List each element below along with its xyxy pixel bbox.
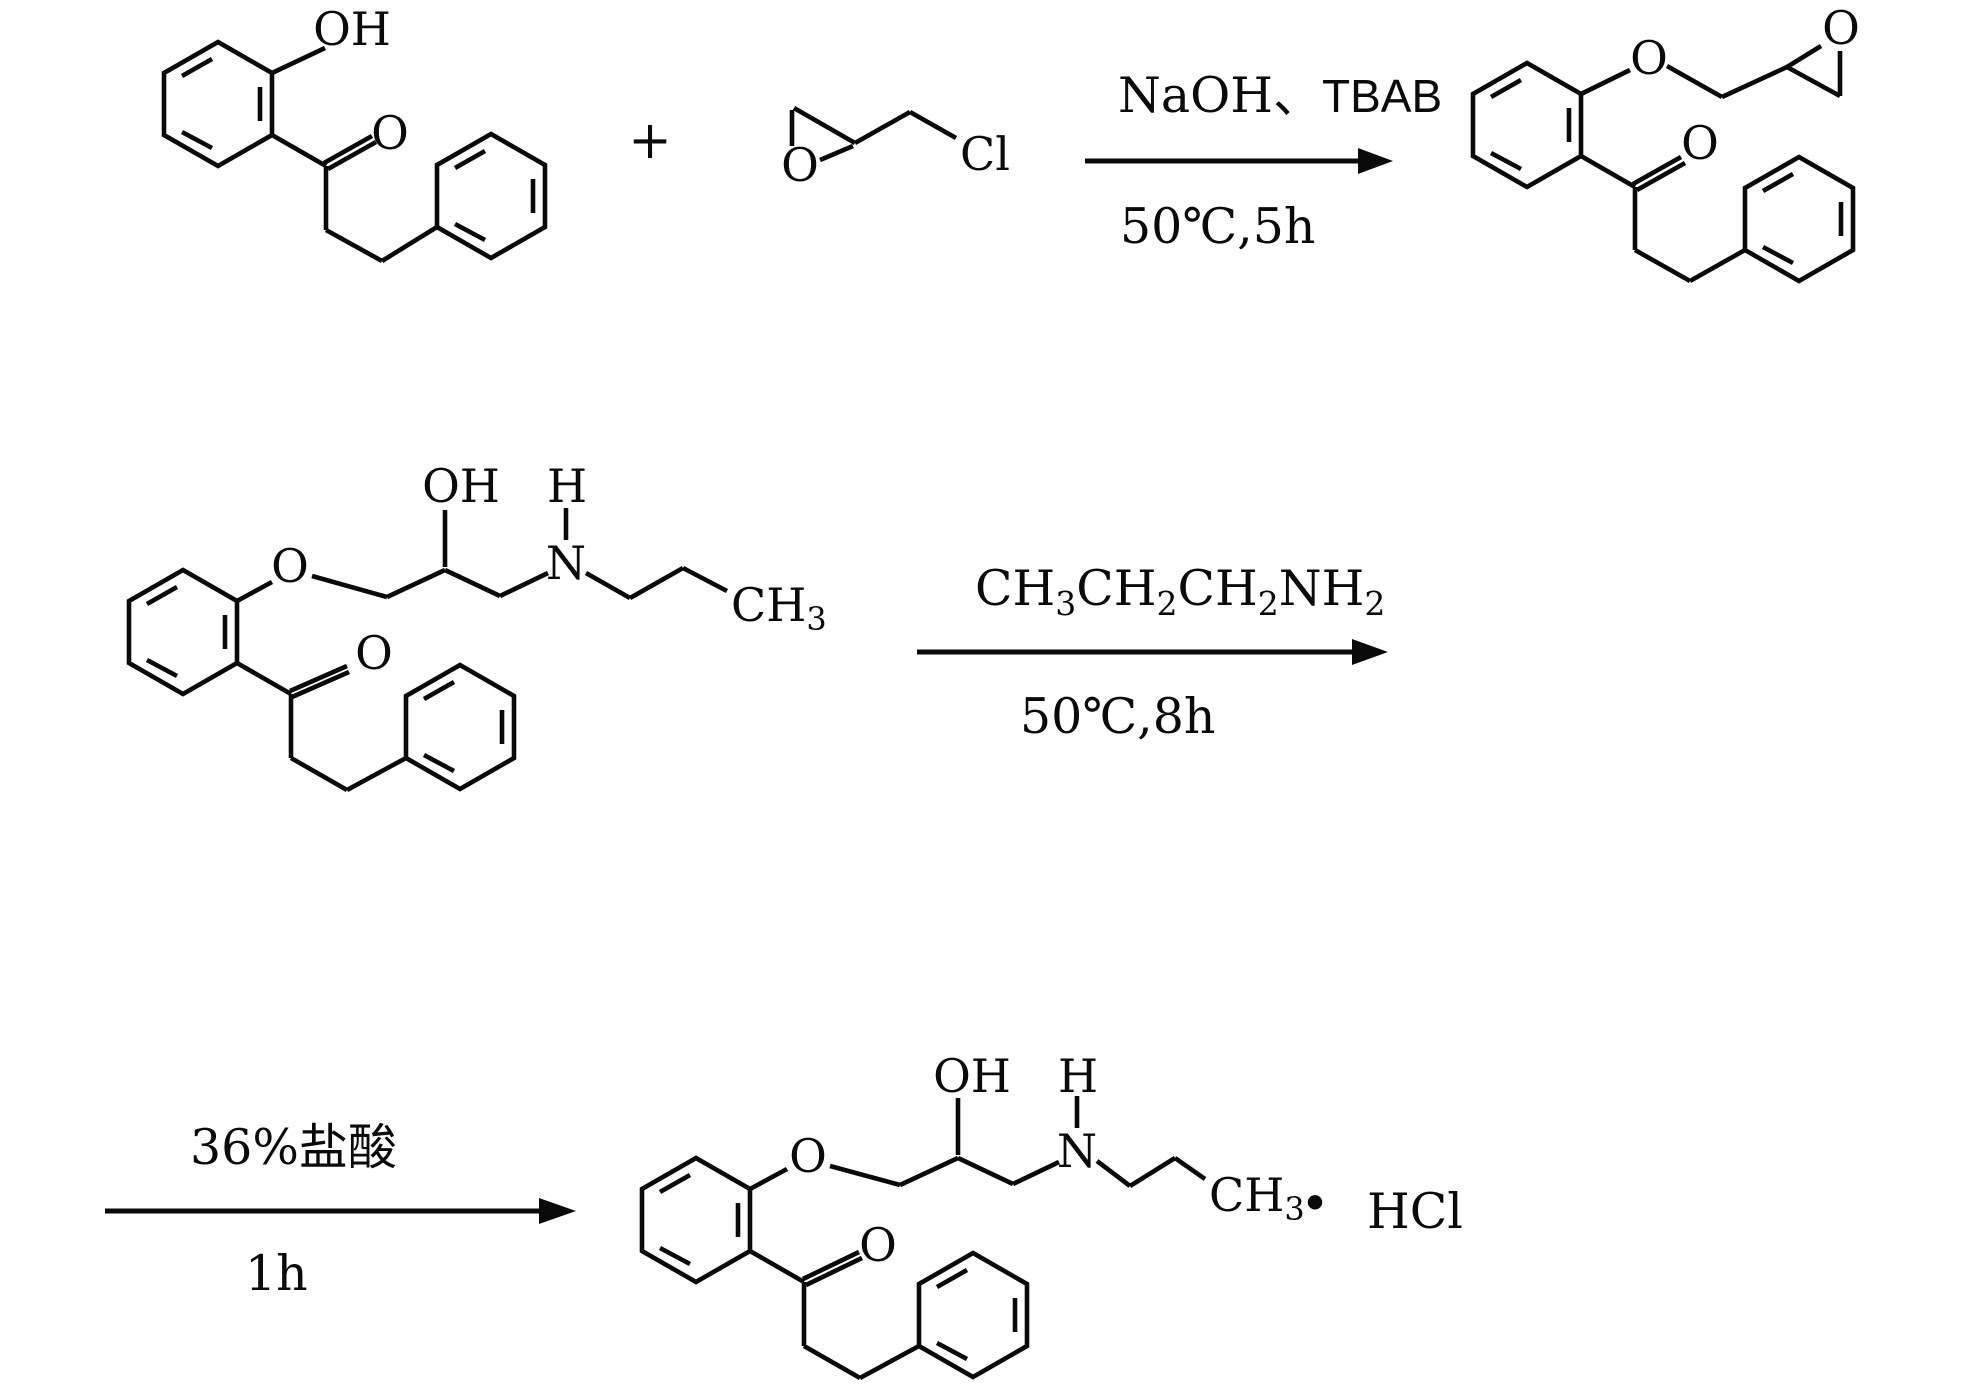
nitrogen-label: N	[546, 536, 586, 590]
reaction-arrow-step3: 36%盐酸 1h	[105, 1119, 576, 1302]
bond-to-hydroxyl	[271, 45, 326, 76]
phenyl-ring	[434, 131, 548, 261]
carbonyl-o-label: O	[355, 626, 393, 680]
benzene-ring	[1470, 60, 1584, 190]
chloro-label: Cl	[960, 127, 1010, 181]
step2-conditions: 50℃,8h	[1020, 688, 1215, 745]
epoxide-o-label: O	[781, 138, 819, 192]
carbonyl-double-bond	[1631, 154, 1683, 187]
reaction-arrow-step2: CH3CH2CH2NH2 50℃,8h	[917, 560, 1388, 745]
phenyl-ring	[1742, 154, 1856, 284]
methyl-label: CH3	[1209, 1168, 1305, 1228]
arrowhead	[539, 1198, 576, 1224]
hydroxyl-label: OH	[313, 2, 391, 56]
step1-reagents: NaOH、TBAB	[1118, 67, 1442, 124]
hydroxyl-label: OH	[933, 1049, 1011, 1103]
nh-h-label: H	[1058, 1049, 1098, 1103]
reaction-arrow-step1: NaOH、TBAB 50℃,5h	[1085, 67, 1442, 255]
carbonyl-o-label: O	[371, 106, 409, 160]
carbonyl-double-bond	[802, 1249, 860, 1282]
benzene-ring	[639, 1155, 753, 1285]
structure-propafenone-hydrochloride: O OH N H CH3 O	[639, 1049, 1305, 1381]
salt-dot: •	[1300, 1175, 1330, 1233]
benzene-ring	[126, 567, 240, 697]
carbonyl-double-bond	[289, 663, 348, 694]
structure-aminoalcohol-intermediate: O OH N H CH3 O	[126, 459, 827, 793]
ether-o-label: O	[789, 1129, 827, 1183]
step3-reagent: 36%盐酸	[190, 1119, 397, 1176]
hcl-label: HCl	[1367, 1183, 1463, 1240]
nitrogen-label: N	[1057, 1124, 1097, 1178]
phenyl-ring	[916, 1250, 1030, 1380]
phenyl-ring	[403, 662, 517, 792]
nh-h-label: H	[547, 459, 587, 513]
plus-sign: +	[628, 111, 672, 171]
arrowhead	[1352, 639, 1388, 665]
hydroxyl-label: OH	[422, 459, 500, 513]
step3-conditions: 1h	[245, 1245, 308, 1302]
methyl-label: CH3	[731, 578, 827, 638]
step1-conditions: 50℃,5h	[1120, 198, 1315, 255]
carbonyl-o-label: O	[1681, 116, 1719, 170]
step2-reagent: CH3CH2CH2NH2	[975, 560, 1385, 623]
carbonyl-double-bond	[322, 133, 374, 166]
ether-o-label: O	[1630, 31, 1668, 85]
epoxide-ring: O	[1785, 1, 1860, 99]
benzene-ring	[161, 39, 275, 169]
epoxide-o-label: O	[1822, 1, 1860, 55]
structure-epichlorohydrin: O Cl	[781, 106, 1010, 192]
carbonyl-o-label: O	[859, 1218, 897, 1272]
structure-glycidyl-ether-product: O O O	[1470, 1, 1860, 284]
arrowhead	[1358, 148, 1393, 174]
structure-hydroxyphenyl-ketone: OH O	[161, 2, 548, 264]
ether-o-label: O	[271, 539, 309, 593]
